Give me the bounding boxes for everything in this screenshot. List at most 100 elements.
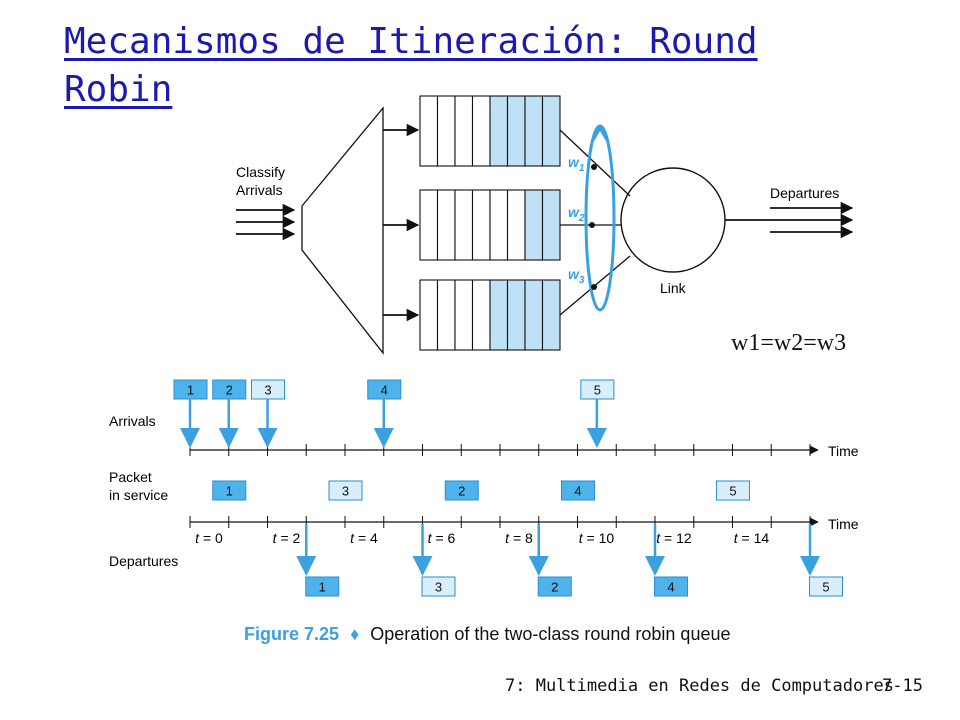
departure-packet-3: 3 [421,576,456,597]
queue-slot-filled [541,95,561,167]
footer-course: 7: Multimedia en Redes de Computadores [505,676,894,696]
queues-group [419,95,561,351]
weight-label-w3: w3 [568,266,585,286]
arrival-packet-1: 1 [173,379,208,400]
departure-packet-1-box [305,576,340,597]
departure-packet-4: 4 [654,576,688,597]
arrival-packet-2: 2 [212,379,247,400]
departure-packet-3-label: 3 [435,580,442,595]
queue-slot-filled [524,279,544,351]
arrival-packet-4-label: 4 [381,383,388,398]
service-packet-4-label: 4 [574,484,581,499]
service-packet-4: 4 [561,480,595,501]
figure-caption-symbol: ♦ [350,624,359,644]
arrival-input-arrows [236,203,296,241]
time-tick-label: t = 8 [505,530,533,546]
weight-label-w1: w1 [568,154,585,174]
queue-slot-filled [541,189,561,261]
figure-caption: Figure 7.25 ♦ Operation of the two-class… [244,624,731,644]
arrivals-time-axis-label: Time [828,443,859,459]
service-packet-2-label: 2 [458,484,465,499]
queue-slot-filled [506,279,526,351]
queue-slot-filled [489,95,509,167]
service-packet-3: 3 [328,480,363,501]
queue-slot-empty [506,189,526,261]
service-packet-1-label: 1 [226,484,233,499]
queue-slot-empty [436,279,456,351]
service-packet-4-box [561,480,595,501]
departure-packet-4-label: 4 [667,580,674,595]
classifier-to-queue-arrows [383,123,420,322]
classifier-trapezoid [301,106,384,355]
departure-packet-5: 5 [809,576,843,597]
departures-row-label: Departures [109,553,178,569]
service-packet-5-box [716,480,750,501]
figure-caption-number: Figure 7.25 [244,624,339,644]
packets-group: 1 2 3 4 5 1 3 2 4 5 1 3 2 4 5 [173,379,843,597]
queue-3 [419,279,561,351]
arrival-packet-5: 5 [580,379,615,400]
arrival-packet-2-label: 2 [226,383,233,398]
arrival-packet-4: 4 [367,379,402,400]
arrival-packet-5-label: 5 [594,383,601,398]
service-row-label-line2: in service [109,487,168,503]
weight-label-w2: w2 [568,204,585,224]
service-packet-2-box [444,480,479,501]
arrivals-row-label: Arrivals [109,413,156,429]
queue-slot-empty [419,189,439,261]
queue-slot-filled [541,279,561,351]
arrival-packet-3: 3 [251,379,285,400]
queue-slot-empty [436,189,456,261]
service-packet-1: 1 [212,480,247,501]
departure-packet-1-label: 1 [319,580,326,595]
service-packet-5-label: 5 [729,484,736,499]
time-tick-label: t = 2 [273,530,301,546]
service-packet-3-box [328,480,363,501]
round-robin-selector-ring [584,124,616,312]
figure-caption-text: Operation of the two-class round robin q… [370,624,730,644]
link-label: Link [660,280,687,296]
weight-point-1 [591,164,597,170]
queue-slot-empty [471,95,491,167]
round-robin-direction-arrow [591,125,609,141]
queue-2 [419,189,561,261]
queue-slot-empty [436,95,456,167]
service-row-label-line1: Packet [109,469,152,485]
service-packet-2: 2 [444,480,479,501]
time-tick-label: t = 14 [734,530,770,546]
queue-slot-filled [489,279,509,351]
queue-slot-filled [506,95,526,167]
departure-packet-3-box [421,576,456,597]
time-tick-label: t = 0 [195,530,223,546]
classify-label-line1: Classify [236,164,285,180]
departure-packet-1: 1 [305,576,340,597]
weight-point-3 [591,284,597,290]
scheduler-diagram: Classify Arrivals Link Departures [236,95,854,356]
service-packet-3-label: 3 [342,484,349,499]
arrival-packet-3-label: 3 [264,383,271,398]
queue-slot-filled [524,189,544,261]
queue-slot-empty [471,279,491,351]
service-packet-1-box [212,480,247,501]
time-tick-label: t = 12 [656,530,692,546]
time-tick-label: t = 6 [428,530,456,546]
departure-packet-2: 2 [537,576,572,597]
queue-slot-filled [524,95,544,167]
queue-slot-empty [471,189,491,261]
queue-1 [419,95,561,167]
service-time-axis-label: Time [828,516,859,532]
weight-point-2 [589,222,595,228]
footer-page-number: 7-15 [882,676,923,696]
departure-packet-2-label: 2 [551,580,558,595]
timeline-figure: Arrivals Packet in service Departures Ti… [109,379,859,597]
queue-slot-empty [419,95,439,167]
departures-label-top: Departures [770,185,839,201]
departure-packet-2-box [537,576,572,597]
weight-equality-note: w1=w2=w3 [731,330,846,356]
service-packet-5: 5 [716,480,750,501]
link-server-circle [620,167,726,273]
queue-slot-empty [454,279,474,351]
queue-slot-empty [454,95,474,167]
